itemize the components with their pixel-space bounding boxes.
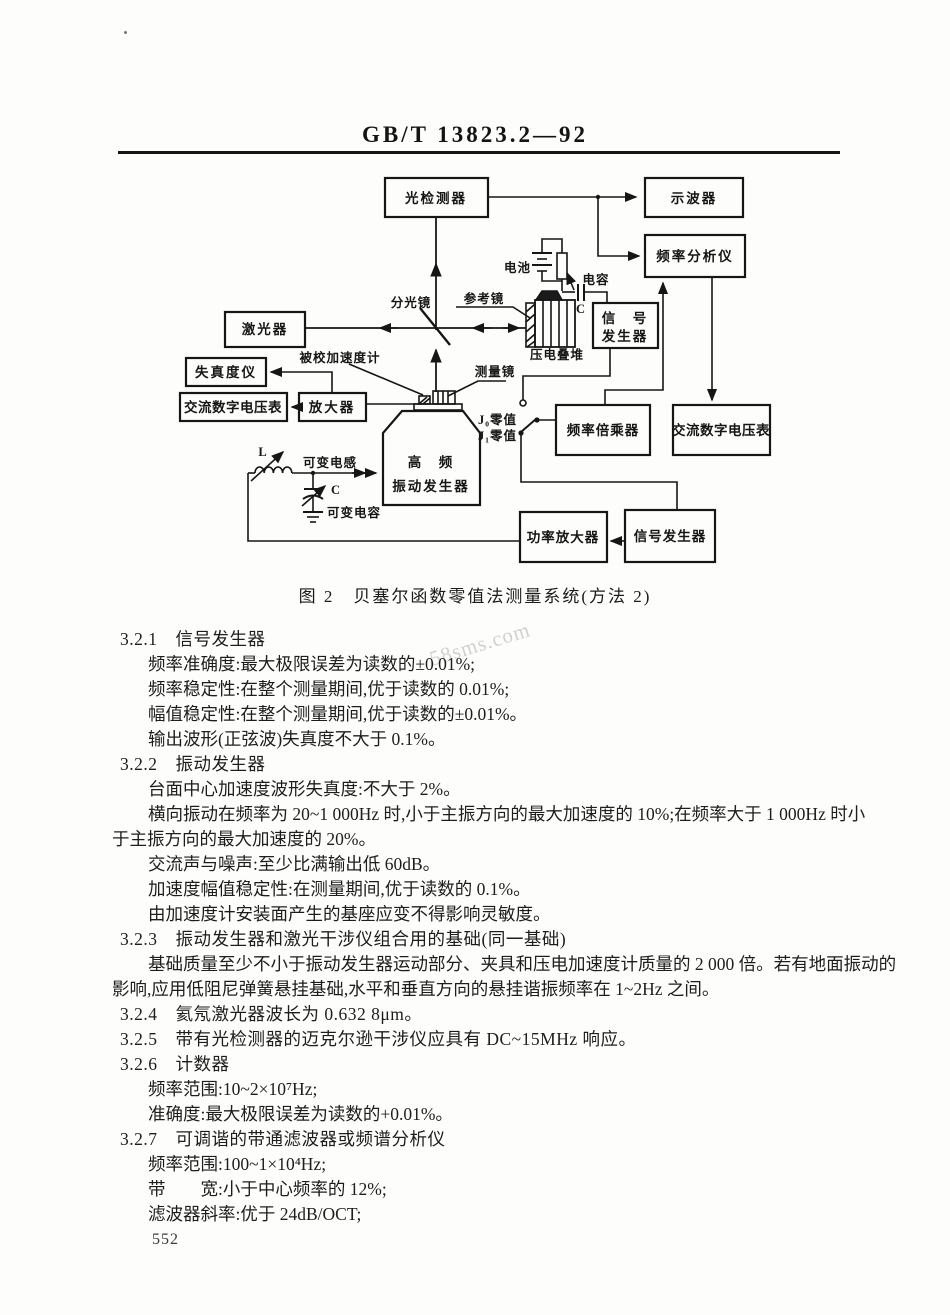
j-switch [518, 417, 540, 436]
box-frequency-multiplier [554, 403, 652, 457]
label-reference-mirror: 参考镜 [464, 291, 505, 306]
body-line: 交流声与噪声:至少比满输出低 60dB。 [148, 854, 441, 874]
figure-caption: 图 2 贝塞尔函数零值法测量系统(方法 2) [298, 587, 652, 606]
label-piezo-stack: 压电叠堆 [530, 347, 584, 362]
section-heading: 3.2.4 氦氖激光器波长为 0.632 8μm。 [120, 1004, 423, 1024]
box-amplifier [297, 391, 368, 423]
section-heading: 3.2.6 计数器 [120, 1054, 230, 1074]
label-vibration-generator-1: 高 频 [408, 454, 455, 470]
box-signal-generator-bottom [623, 508, 717, 564]
measurement-system-diagram: 光检测器 示波器 频率分析仪 信 号 发生器 激光器 失真度仪 交流数字电压表 … [178, 176, 772, 564]
label-j0-zero: J₀零值 [478, 412, 517, 427]
body-line: 频率范围:100~1×10⁴Hz; [148, 1154, 327, 1174]
body-line: 准确度:最大极限误差为读数的+0.01%。 [148, 1104, 453, 1124]
body-line: 滤波器斜率:优于 24dB/OCT; [148, 1204, 362, 1224]
label-oscilloscope: 示波器 [671, 190, 718, 206]
label-variable-inductor: 可变电感 [303, 455, 357, 470]
document-number: GB/T 13823.2—92 [361, 122, 589, 147]
body-line: 频率准确度:最大极限误差为读数的±0.01%; [148, 654, 476, 674]
section-heading: 3.2.7 可调谐的带通滤波器或频谱分析仪 [120, 1129, 446, 1149]
label-laser: 激光器 [242, 321, 289, 337]
body-line: 输出波形(正弦波)失真度不大于 0.1%。 [148, 729, 446, 749]
page-number: 552 [152, 1231, 179, 1248]
label-accelerometer-under-cal: 被校加速度计 [299, 350, 380, 365]
body-text: 3.2.1 信号发生器 频率准确度:最大极限误差为读数的±0.01%; 频率稳定… [112, 627, 944, 1227]
reference-mirror-face [525, 302, 536, 348]
label-variable-capacitor: 可变电容 [327, 505, 381, 520]
label-inductor-l: L [258, 445, 267, 459]
header-rule [118, 151, 840, 154]
body-line: 于主振方向的最大加速度的 20%。 [112, 829, 376, 849]
box-signal-generator-center [591, 301, 660, 350]
body-line: 影响,应用低阻尼弹簧悬挂基础,水平和垂直方向的悬挂谐振频率在 1~2Hz 之间。 [112, 979, 720, 999]
label-beam-splitter: 分光镜 [391, 295, 432, 310]
body-line: 带 宽:小于中心频率的 12%; [148, 1179, 387, 1199]
body-line: 台面中心加速度波形失真度:不大于 2%。 [148, 779, 461, 799]
body-line: 幅值稳定性:在整个测量期间,优于读数的±0.01%。 [148, 704, 528, 724]
section-heading: 3.2.3 振动发生器和激光干涉仪组合用的基础(同一基础) [120, 929, 567, 949]
section-heading: 3.2.1 信号发生器 [120, 629, 266, 649]
label-signal-generator-bottom: 信号发生器 [634, 528, 707, 544]
capacitor-symbol [562, 284, 608, 303]
box-power-amplifier [518, 510, 609, 564]
box-distortion-meter [184, 356, 268, 388]
label-frequency-analyzer: 频率分析仪 [656, 248, 734, 264]
label-signal-generator-center-1: 信 号 [602, 310, 649, 326]
body-line: 加速度幅值稳定性:在测量期间,优于读数的 0.1%。 [148, 879, 531, 899]
label-j1-zero: J₁零值 [478, 428, 517, 443]
label-variable-capacitor-c: C [331, 483, 341, 497]
box-ac-voltmeter-right [671, 403, 772, 457]
label-power-amplifier: 功率放大器 [527, 529, 600, 545]
piezo-stack-symbol [534, 290, 576, 348]
section-heading: 3.2.2 振动发生器 [120, 754, 266, 774]
label-signal-generator-center-2: 发生器 [601, 328, 649, 344]
battery-circuit [532, 238, 576, 291]
box-oscilloscope [643, 176, 745, 219]
scan-artifact-dot [124, 31, 127, 34]
box-ac-voltmeter-left [178, 391, 289, 423]
variable-capacitor-symbol [301, 473, 327, 523]
label-amplifier: 放大器 [308, 399, 356, 415]
box-frequency-analyzer [643, 233, 747, 279]
label-photodetector: 光检测器 [404, 190, 467, 206]
label-ac-voltmeter-left: 交流数字电压表 [184, 399, 282, 415]
label-ac-voltmeter-right: 交流数字电压表 [672, 422, 770, 438]
body-line: 频率范围:10~2×10⁷Hz; [148, 1079, 318, 1099]
beam-splitter-mirror [419, 307, 451, 346]
label-distortion-meter: 失真度仪 [195, 364, 257, 380]
label-capacitor-c: C [576, 302, 586, 316]
body-line: 基础质量至少不小于振动发生器运动部分、夹具和压电加速度计质量的 2 000 倍。… [148, 954, 897, 974]
label-vibration-generator-2: 振动发生器 [392, 478, 470, 494]
label-measuring-mirror: 测量镜 [475, 364, 516, 379]
label-frequency-multiplier: 频率倍乘器 [567, 422, 640, 438]
label-battery: 电池 [504, 260, 531, 275]
box-laser [223, 310, 307, 349]
inductor-coil [254, 466, 293, 474]
box-photodetector [383, 176, 490, 219]
body-line: 频率稳定性:在整个测量期间,优于读数的 0.01%; [148, 679, 510, 699]
section-heading: 3.2.5 带有光检测器的迈克尔逊干涉仪应具有 DC~15MHz 响应。 [120, 1029, 637, 1049]
body-line: 横向振动在频率为 20~1 000Hz 时,小于主振方向的最大加速度的 10%;… [148, 804, 866, 824]
body-line: 由加速度计安装面产生的基座应变不得影响灵敏度。 [148, 904, 551, 924]
box-vibration-generator [381, 409, 482, 507]
label-capacitor: 电容 [582, 272, 609, 287]
